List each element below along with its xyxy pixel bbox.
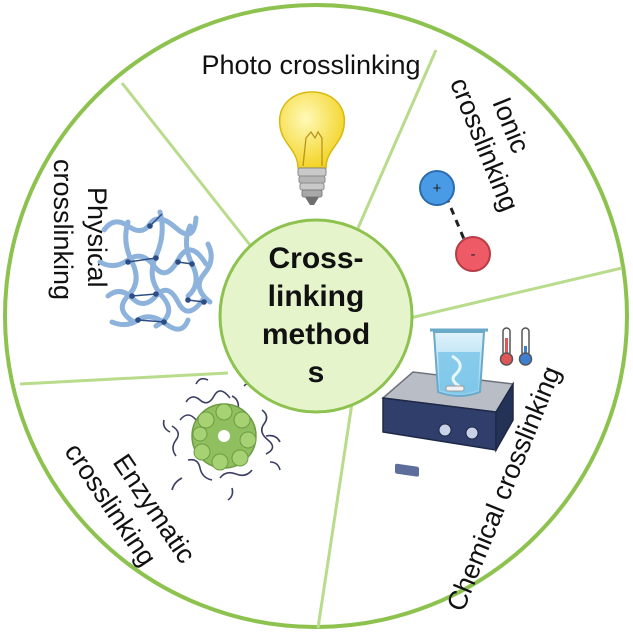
segment-label-photo: Photo crosslinking [201,50,420,80]
ion-pair-icon: + - [419,170,491,272]
polymer-network-icon [97,209,214,332]
divider-enzymatic-physical [19,371,229,386]
segment-label-physical: Physical crosslinking [48,159,112,300]
svg-text:Physical: Physical [82,187,112,288]
divider-chemical-enzymatic [316,402,354,629]
negative-ion-sign: - [471,246,476,263]
segment-dividers [19,49,623,629]
divider-photo-physical [120,82,252,246]
center-title-line-4: s [308,356,325,389]
divider-ionic-chemical [409,266,623,320]
negative-ion [455,236,491,272]
cold-thermometer-icon [518,327,533,366]
center-hub [218,218,414,414]
center-title-line-1: Cross- [268,242,363,275]
center-title-line-2: linking [268,280,365,313]
center-title-line-3: method [262,318,370,351]
light-bulb-icon [279,91,345,205]
svg-text:crosslinking: crosslinking [48,159,78,300]
positive-ion [419,170,455,206]
positive-ion-sign: + [433,180,442,197]
divider-photo-ionic [356,49,438,229]
enzyme-network-icon [162,377,281,501]
hot-thermometer-icon [499,327,514,366]
hotplate-stirrer-icon [381,327,533,477]
